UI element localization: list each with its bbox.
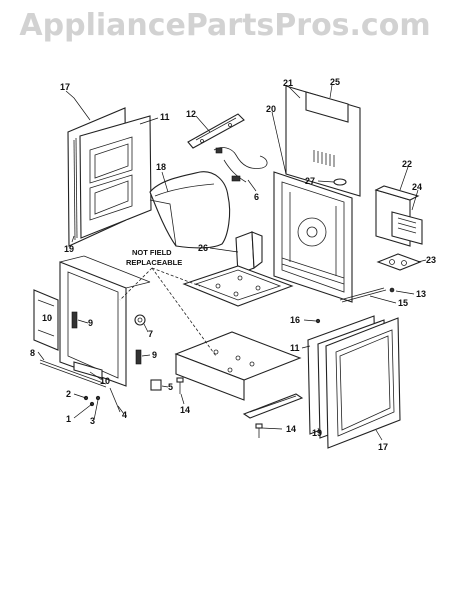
- callout-20: 20: [266, 104, 276, 114]
- screw-16: [315, 318, 321, 324]
- screw-13: [389, 287, 395, 293]
- door-window-inset-upper: [94, 143, 129, 179]
- front-frame-assembly: [33, 255, 162, 413]
- watermark-text: AppliancePartsPros.com: [19, 8, 431, 43]
- callout-11-upper: 11: [160, 112, 170, 122]
- bracket-12: [187, 113, 245, 149]
- callout-17-upper: 17: [60, 82, 70, 92]
- callout-26: 26: [198, 243, 208, 253]
- association-lines: [119, 267, 217, 357]
- switch-9a: [71, 311, 78, 329]
- rod-15: [315, 287, 395, 324]
- callout-6: 6: [254, 192, 259, 202]
- callout-15: 15: [398, 298, 408, 308]
- callout-12: 12: [186, 109, 196, 119]
- cover-22: [374, 185, 423, 247]
- callout-25: 25: [330, 77, 340, 87]
- leveling-foot-14b: [255, 423, 263, 438]
- lower-pan: [174, 331, 302, 401]
- oven-back-20: [273, 171, 353, 303]
- rail-element: [242, 393, 304, 419]
- plate-23: [376, 253, 422, 271]
- callout-3: 3: [90, 416, 95, 426]
- callout-19-upper: 19: [64, 244, 74, 254]
- label-25: [305, 91, 349, 123]
- callout-5: 5: [168, 382, 173, 392]
- callout-16: 16: [290, 315, 300, 325]
- door-hinge-line: [75, 137, 78, 239]
- vent-slots: [313, 150, 335, 167]
- rod-8: [39, 359, 107, 385]
- callout-27: 27: [305, 176, 315, 186]
- callout-11-lower: 11: [290, 343, 300, 353]
- rear-panel-21: [285, 85, 361, 197]
- door-outer-17: [325, 317, 401, 449]
- callout-7: 7: [148, 329, 153, 339]
- callout-4: 4: [122, 410, 127, 420]
- leveler-4: [109, 387, 121, 413]
- callout-17-lower: 17: [378, 442, 388, 452]
- callout-22: 22: [402, 159, 412, 169]
- door-window-lower: [89, 174, 133, 221]
- callout-23: 23: [426, 255, 436, 265]
- callout-2: 2: [66, 389, 71, 399]
- oven-bottom-panel: [182, 265, 294, 307]
- lower-door-assembly: [307, 315, 401, 449]
- callout-24: 24: [412, 182, 422, 192]
- callout-13: 13: [416, 289, 426, 299]
- bracket-10b: [73, 361, 103, 379]
- knob-7: [134, 314, 146, 326]
- callout-8: 8: [30, 348, 35, 358]
- callout-10-lower: 10: [100, 376, 110, 386]
- leveling-foot-14a: [176, 377, 184, 394]
- door-window-inset-lower: [94, 180, 129, 215]
- leader-lines: [37, 84, 427, 441]
- insulation-18: [149, 171, 231, 249]
- callout-1: 1: [66, 414, 71, 424]
- callout-14-right: 14: [286, 424, 296, 434]
- wire-harness-6: [213, 147, 268, 183]
- callout-10-left: 10: [42, 313, 52, 323]
- grommet-27: [333, 178, 347, 186]
- switch-9b: [135, 349, 142, 365]
- bracket-26: [235, 231, 263, 275]
- note-line-1: NOT FIELD: [132, 248, 172, 257]
- callout-21: 21: [283, 78, 293, 88]
- insulation-24: [391, 211, 423, 245]
- callout-18: 18: [156, 162, 166, 172]
- callout-9-left: 9: [88, 318, 93, 328]
- door-gasket-edge: [73, 139, 76, 241]
- convection-opening: [297, 217, 327, 247]
- note-line-2: REPLACEABLE: [126, 258, 182, 267]
- callout-19-lower: 19: [312, 428, 322, 438]
- door-window-upper: [89, 136, 133, 184]
- callout-9-right: 9: [152, 350, 157, 360]
- callout-14-left: 14: [180, 405, 190, 415]
- upper-door-assembly: [67, 107, 152, 247]
- door-inner-panel: [79, 115, 152, 239]
- part-5: [150, 379, 162, 391]
